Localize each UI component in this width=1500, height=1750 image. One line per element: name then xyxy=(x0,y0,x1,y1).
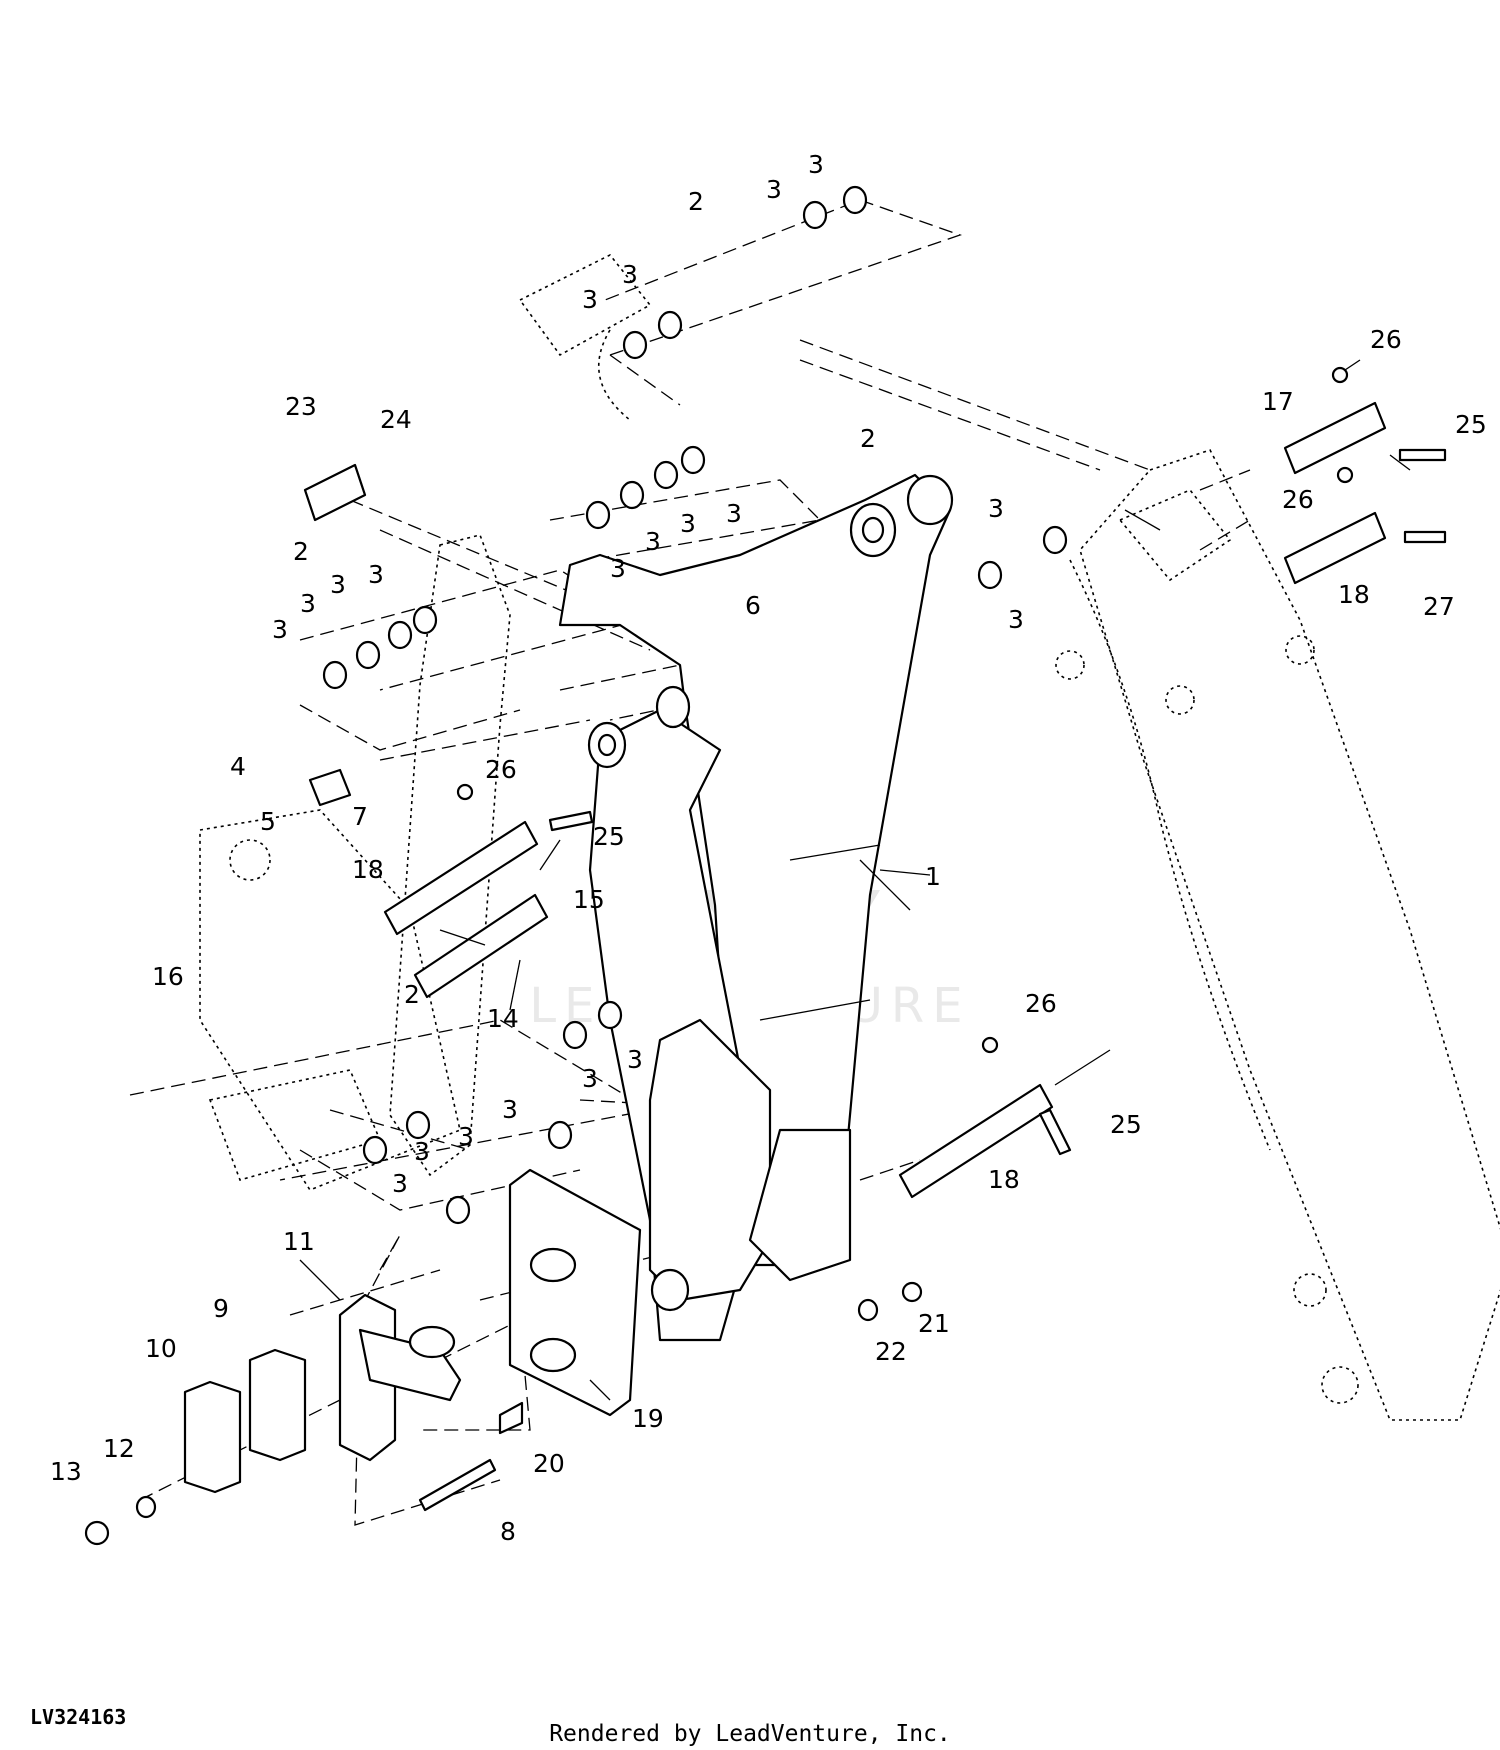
label-part-18-c: 18 xyxy=(988,1165,1020,1194)
bolt-25-right-icon xyxy=(1398,448,1447,462)
label-part-3-j: 3 xyxy=(610,554,626,583)
label-part-4: 4 xyxy=(230,752,246,781)
ghost-components xyxy=(199,253,1500,1421)
label-part-25-a: 25 xyxy=(1455,410,1487,439)
nut-21-icon xyxy=(901,1281,923,1303)
washers xyxy=(84,185,1068,1546)
label-part-3-p: 3 xyxy=(582,1064,598,1093)
label-part-18-a: 18 xyxy=(1338,580,1370,609)
label-part-7: 7 xyxy=(352,802,368,831)
pin-18-lower-icon xyxy=(898,1083,1054,1199)
label-part-10: 10 xyxy=(145,1334,177,1363)
label-part-3-q: 3 xyxy=(502,1095,518,1124)
pin-18-left-icon xyxy=(413,893,549,999)
label-part-11: 11 xyxy=(283,1227,315,1256)
label-part-8: 8 xyxy=(500,1517,516,1546)
label-part-3-k: 3 xyxy=(368,560,384,589)
clip-5-icon xyxy=(308,768,352,807)
label-part-14: 14 xyxy=(487,1004,519,1033)
label-part-23: 23 xyxy=(285,392,317,421)
label-part-3-o: 3 xyxy=(627,1045,643,1074)
label-part-12: 12 xyxy=(103,1434,135,1463)
label-part-18-b: 18 xyxy=(352,855,384,884)
label-part-3-h: 3 xyxy=(680,509,696,538)
block-10-icon xyxy=(183,1380,242,1494)
label-part-26-d: 26 xyxy=(1025,989,1057,1018)
label-part-3-a: 3 xyxy=(808,150,824,179)
drawing-id: LV324163 xyxy=(30,1705,127,1729)
bolt-20-icon xyxy=(498,1401,524,1435)
label-part-15: 15 xyxy=(573,885,605,914)
label-part-3-b: 3 xyxy=(766,175,782,204)
label-part-24: 24 xyxy=(380,405,412,434)
label-part-26-b: 26 xyxy=(1282,485,1314,514)
nut-26-top-icon xyxy=(1331,366,1349,384)
label-part-27: 27 xyxy=(1423,592,1455,621)
label-part-6: 6 xyxy=(745,591,761,620)
nut-26-left-icon xyxy=(456,783,474,801)
label-part-1: 1 xyxy=(925,862,941,891)
leader-lines xyxy=(299,359,1411,1401)
label-part-3-g: 3 xyxy=(726,499,742,528)
label-part-20: 20 xyxy=(533,1449,565,1478)
label-part-3-d: 3 xyxy=(582,285,598,314)
pins xyxy=(383,366,1447,1512)
pin-7-icon xyxy=(383,820,539,936)
label-part-13: 13 xyxy=(50,1457,82,1486)
label-part-2-b: 2 xyxy=(860,424,876,453)
boom-part-1 xyxy=(558,473,954,1342)
lower-brackets xyxy=(183,463,642,1494)
label-part-2-a: 2 xyxy=(688,187,704,216)
label-part-25-c: 25 xyxy=(1110,1110,1142,1139)
label-part-26-a: 26 xyxy=(1370,325,1402,354)
render-credit: Rendered by LeadVenture, Inc. xyxy=(549,1721,951,1747)
label-part-2-c: 2 xyxy=(293,537,309,566)
block-9-icon xyxy=(248,1348,307,1462)
clip-24-icon xyxy=(303,463,367,522)
bolt-8-icon xyxy=(418,1458,497,1512)
label-part-3-c: 3 xyxy=(622,260,638,289)
nut-26-lower-icon xyxy=(981,1036,999,1054)
pin-17-icon xyxy=(1283,401,1387,475)
label-part-9: 9 xyxy=(213,1294,229,1323)
nut-13-icon xyxy=(84,1520,110,1546)
nut-26-mid-icon xyxy=(1336,466,1354,484)
bolt-27-icon xyxy=(1403,530,1447,544)
pin-18-upper-icon xyxy=(1283,511,1387,585)
label-part-3-f: 3 xyxy=(1008,605,1024,634)
label-part-3-m: 3 xyxy=(300,589,316,618)
label-part-26-c: 26 xyxy=(485,755,517,784)
label-part-3-e: 3 xyxy=(988,494,1004,523)
label-part-3-l: 3 xyxy=(330,570,346,599)
label-part-25-b: 25 xyxy=(593,822,625,851)
label-part-3-t: 3 xyxy=(392,1169,408,1198)
label-part-2-d: 2 xyxy=(404,980,420,1009)
label-part-3-s: 3 xyxy=(414,1137,430,1166)
bolt-25-lower-icon xyxy=(1038,1108,1072,1156)
label-part-21: 21 xyxy=(918,1309,950,1338)
part-labels: 1 2 2 2 2 3 3 3 3 3 3 3 3 3 3 3 3 3 3 3 … xyxy=(50,150,1487,1546)
washer-22-icon xyxy=(857,1298,879,1322)
bracket-19-icon xyxy=(508,1168,642,1417)
label-part-3-i: 3 xyxy=(645,527,661,556)
label-part-3-n: 3 xyxy=(272,615,288,644)
label-part-5: 5 xyxy=(260,807,276,836)
washer-12-icon xyxy=(135,1495,157,1519)
label-part-16: 16 xyxy=(152,962,184,991)
label-part-19: 19 xyxy=(632,1404,664,1433)
label-part-17: 17 xyxy=(1262,387,1294,416)
bolt-25-mid-icon xyxy=(548,810,594,832)
label-part-22: 22 xyxy=(875,1337,907,1366)
label-part-3-r: 3 xyxy=(458,1122,474,1151)
